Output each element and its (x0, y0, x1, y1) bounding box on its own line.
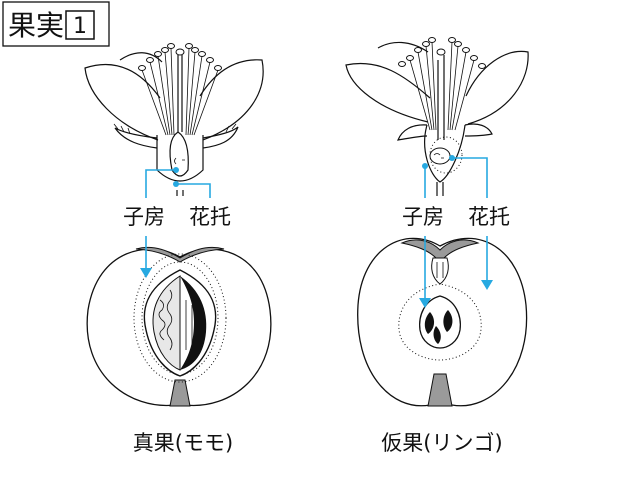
apple-flower (345, 37, 529, 196)
apple-caption: 仮果(リンゴ) (381, 431, 502, 455)
peach-ovary-arrow (140, 236, 152, 278)
title-box: 果実 1 (2, 1, 110, 47)
title-text: 果実 (8, 9, 64, 42)
peach-flower (84, 43, 264, 196)
title-number: 1 (73, 14, 87, 39)
peach-label-ovary: 子房 (123, 205, 165, 229)
apple-label-receptacle: 花托 (468, 205, 510, 229)
apple-fruit (357, 237, 528, 407)
peach-label-receptacle: 花托 (189, 205, 231, 229)
apple-receptacle-arrow (481, 236, 493, 290)
peach-caption: 真果(モモ) (133, 431, 233, 455)
apple-label-ovary: 子房 (402, 205, 444, 229)
peach-leader-lines (145, 167, 211, 198)
title-number-frame (65, 10, 95, 40)
apple-ovary-arrow (419, 236, 431, 308)
peach-fruit (86, 246, 272, 407)
apple-leader-lines (422, 155, 488, 198)
